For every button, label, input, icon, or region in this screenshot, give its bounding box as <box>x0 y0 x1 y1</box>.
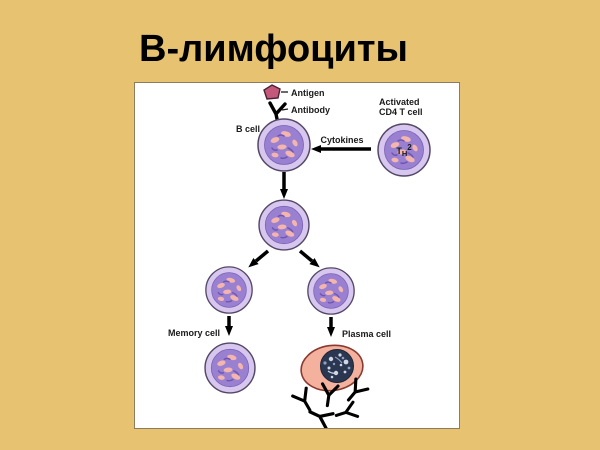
proliferating-cell <box>258 199 310 251</box>
antigen-shape <box>263 84 281 100</box>
activated-cd4-label-line2: CD4 T cell <box>379 107 423 117</box>
arrow-diagonal-left <box>248 249 270 268</box>
plasma-cell-label: Plasma cell <box>342 329 391 339</box>
daughter-cell-right <box>307 267 355 315</box>
antibody-label: Antibody <box>291 105 330 115</box>
th2-cell-label: TH2 <box>396 143 412 158</box>
activated-cd4-label-line1: Activated <box>379 97 420 107</box>
plasma-cell <box>300 344 364 392</box>
cytokines-label: Cytokines <box>320 135 363 145</box>
b-cell-differentiation-diagram: Antigen Antibody B cell Cytokines Activa… <box>168 84 431 428</box>
plasma-cell-nucleus <box>320 349 354 383</box>
antigen-label: Antigen <box>291 88 325 98</box>
memory-cell-label: Memory cell <box>168 328 220 338</box>
diagram-panel: Antigen Antibody B cell Cytokines Activa… <box>134 82 460 429</box>
arrow-diagonal-right <box>298 249 320 268</box>
antibody-icon <box>332 400 360 425</box>
antibody-icon <box>291 386 319 416</box>
memory-cell <box>204 342 256 394</box>
antibody-pointer-line <box>281 108 289 111</box>
antibody-icon <box>304 402 335 428</box>
slide-title: В-лимфоциты <box>139 28 408 70</box>
b-cell <box>257 118 311 172</box>
b-cell-label: B cell <box>236 124 260 134</box>
daughter-cell-left <box>205 266 253 314</box>
